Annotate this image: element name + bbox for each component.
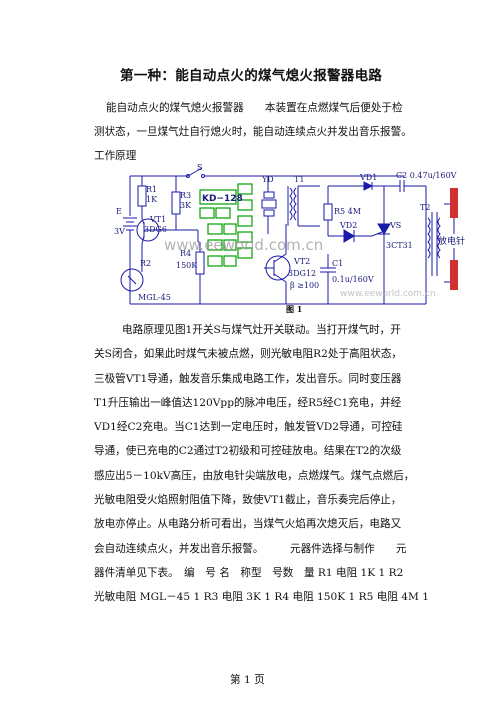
ic-label: KD−128 — [202, 194, 243, 204]
intro-line: 能自动点火的煤气熄火报警器 本装置在点燃煤气后便处于检 — [106, 102, 403, 114]
label-c1: C1 — [332, 259, 343, 268]
label-r3-value: 3K — [180, 201, 192, 210]
figure-caption: 图 1 — [286, 304, 302, 314]
label-c1-value: 0.1u/160V — [332, 275, 374, 284]
body-line: VD1经C2充电。当C1达到一定电压时，触发管VD2导通，可控硅 — [94, 421, 403, 434]
label-mgl: MGL-45 — [138, 293, 171, 302]
label-s: S — [197, 164, 202, 172]
body-paragraph: 电路原理见图1开关S与煤气灶开关联动。当打开煤气时，开 关S闭合，如果此时煤气未… — [94, 318, 434, 610]
body-line: 三极管VT1导通，触发音乐集成电路工作，发出音乐。同时变压器 — [94, 372, 402, 385]
body-line: 电路原理见图1开关S与煤气灶开关联动。当打开煤气时，开 — [122, 324, 401, 336]
discharge-needle-icon — [450, 188, 458, 290]
body-line: 放电亦停止。从电路分析可看出，当煤气火焰再次熄灭后，电路又 — [94, 518, 402, 531]
label-r5: R5 4M — [334, 207, 361, 216]
watermark: www.eeworld.com.cn — [164, 236, 323, 254]
body-line: 感应出5－10kV高压，由放电针尖端放电，点燃煤气。煤气点燃后， — [94, 469, 415, 482]
label-vs-value: 3CT31 — [386, 241, 413, 250]
label-r1: R1 — [146, 185, 157, 194]
label-vt2: VT2 — [293, 257, 310, 266]
page-title: 第一种：能自动点火的煤气熄火报警器电路 — [120, 68, 383, 84]
body-line: 器件清单见下表。 编 号 名 称型 号数 量 R1 电阻 1K 1 R2 — [94, 566, 404, 579]
intro-paragraph: 能自动点火的煤气熄火报警器 本装置在点燃煤气后便处于检 测状态，一旦煤气灶自行熄… — [94, 96, 436, 168]
label-e: E — [116, 207, 122, 216]
watermark-small: www.eeworld.com.cn — [340, 289, 436, 299]
label-vd1: VD1 — [359, 173, 377, 182]
intro-line: 工作原理 — [94, 150, 137, 162]
label-vt1-value: 3DG6 — [144, 225, 167, 234]
body-line: 会自动连续点火，并发出音乐报警。 元器件选择与制作 元 — [94, 542, 407, 555]
label-t2: T2 — [420, 203, 430, 212]
label-r4: R4 — [180, 249, 191, 258]
ic-block: KD−128 — [199, 183, 253, 267]
body-line: 导通，使已充电的C2通过T2初级和可控硅放电。结果在T2的次级 — [94, 445, 402, 458]
intro-line: 测状态，一旦煤气灶自行熄火时，能自动连续点火并发出音乐报警。 — [94, 126, 412, 138]
label-vs: VS — [389, 221, 401, 230]
body-line: 关S闭合，如果此时煤气未被点燃，则光敏电阻R2处于高阻状态， — [94, 348, 403, 361]
label-e-value: 3V — [114, 227, 125, 236]
label-c2: C2 0.47u/160V — [396, 171, 457, 180]
label-r1-value: 1K — [146, 195, 158, 204]
label-yd: YD — [261, 175, 274, 184]
label-needle: 放电针 — [438, 235, 465, 247]
label-beta: β ≥100 — [290, 281, 319, 290]
label-r4-value: 150K — [176, 261, 198, 270]
circuit-diagram: KD−128 S R1 1K R3 3K E 3V VT1 3DG6 R4 15… — [114, 164, 465, 314]
body-line: 光敏电阻 MGL－45 1 R3 电阻 3K 1 R4 电阻 150K 1 R5… — [94, 591, 429, 604]
label-t1: T1 — [294, 175, 304, 184]
body-line: T1升压输出一峰值达120Vpp的脉冲电压，经R5经C1充电，并经 — [94, 396, 402, 409]
label-vd2: VD2 — [339, 221, 357, 230]
label-r3: R3 — [180, 191, 191, 200]
label-vt2-value: 3DG12 — [288, 269, 316, 278]
page-number: 第 1 页 — [230, 674, 265, 686]
label-vt1: VT1 — [149, 215, 166, 224]
label-r2: R2 — [140, 259, 151, 268]
body-line: 光敏电阻受火焰照射阻值下降，致使VT1截止，音乐奏完后停止， — [94, 494, 402, 507]
